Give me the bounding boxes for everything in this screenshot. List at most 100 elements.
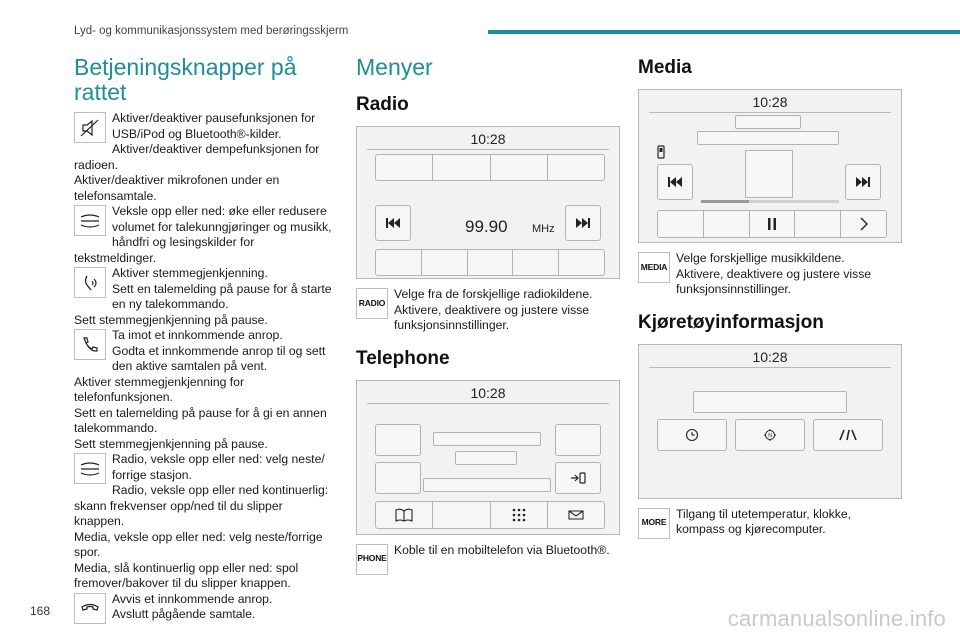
- text-field: [455, 450, 517, 465]
- chevron-right-icon: [860, 217, 868, 231]
- watermark: carmanualsonline.info: [727, 606, 946, 631]
- running-header: Lyd- og kommunikasjonssystem med berørin…: [74, 25, 349, 37]
- media-tab[interactable]: [704, 211, 750, 237]
- phone-toolbar[interactable]: [375, 500, 605, 529]
- frequency-unit: MHz: [532, 223, 555, 235]
- preset-slot[interactable]: [468, 250, 514, 275]
- next-track-button[interactable]: [845, 164, 881, 200]
- album-art: [745, 150, 793, 198]
- clock-button[interactable]: [657, 418, 727, 451]
- divider: [367, 402, 609, 404]
- divider: [649, 112, 891, 113]
- page-number: 168: [30, 604, 51, 618]
- clock: 10:28: [752, 348, 788, 365]
- voice-command-icon: [74, 267, 106, 298]
- road-icon: [839, 429, 857, 440]
- pause-tab[interactable]: [750, 211, 796, 237]
- phone-transfer-icon: [571, 471, 586, 484]
- skip-back-icon: [386, 218, 400, 228]
- keypad-icon: [512, 508, 525, 521]
- book-icon: [395, 508, 413, 522]
- skip-forward-icon: [576, 218, 590, 228]
- media-toolbar[interactable]: [657, 210, 887, 238]
- phone-button[interactable]: [375, 461, 421, 494]
- entry-hangup: Avvis et innkommende anrop. Avslutt pågå…: [74, 592, 332, 626]
- phone-answer-icon: [74, 329, 106, 360]
- media-tab[interactable]: [658, 211, 704, 237]
- seek-back-button[interactable]: [375, 205, 411, 241]
- volume-rocker-icon: [74, 205, 106, 236]
- phone-hangup-icon: [74, 592, 106, 624]
- steering-controls-column: Betjeningsknapper på rattet Aktiver/deak…: [74, 55, 332, 626]
- subtitle-telephone: Telephone: [356, 347, 450, 369]
- preset-slot[interactable]: [433, 155, 491, 180]
- phone-button[interactable]: [375, 423, 421, 456]
- preset-slot[interactable]: [376, 155, 434, 180]
- mobile-transfer-button[interactable]: [555, 461, 601, 494]
- progress-track[interactable]: [701, 200, 839, 203]
- trip-computer-button[interactable]: [813, 418, 883, 451]
- artist-field: [697, 131, 839, 145]
- radio-tag: RADIO: [356, 288, 388, 319]
- radio-frequency: 99.90: [465, 217, 508, 236]
- preset-slot[interactable]: [548, 155, 604, 180]
- divider: [367, 149, 609, 150]
- media-tag: MEDIA: [638, 252, 670, 283]
- keypad-tab[interactable]: [491, 501, 548, 528]
- text-field: [423, 477, 551, 492]
- previous-track-button[interactable]: [657, 164, 693, 200]
- entry-media: MEDIA Velge forskjellige musikkildene. A…: [638, 251, 902, 298]
- preset-slot[interactable]: [422, 250, 468, 275]
- skip-forward-icon: [856, 177, 870, 187]
- messages-tab[interactable]: [548, 502, 604, 528]
- mute-speaker-icon: [74, 112, 106, 143]
- progress-fill: [701, 200, 750, 203]
- more-tab[interactable]: [841, 211, 886, 237]
- phone-button[interactable]: [555, 423, 601, 456]
- compass-button[interactable]: N: [735, 418, 805, 451]
- clock: 10:28: [470, 131, 506, 147]
- usb-source-icon: [657, 145, 665, 159]
- pause-icon: [767, 218, 776, 230]
- vehicle-info-screen: 10:28 N: [638, 343, 902, 499]
- entry-volume: Vekslе opp eller ned: øke eller redusere…: [74, 204, 332, 265]
- clock-icon: [685, 428, 699, 441]
- section-title-menus: Menyer: [356, 54, 433, 80]
- divider: [649, 366, 891, 368]
- entry-radio: RADIO Velge fra de forskjellige radiokil…: [356, 287, 620, 334]
- preset-slot[interactable]: [491, 155, 548, 180]
- seek-forward-button[interactable]: [565, 205, 601, 241]
- phone-tag: PHONE: [356, 543, 388, 575]
- clock: 10:28: [470, 384, 506, 401]
- more-tag: MORE: [638, 507, 670, 539]
- preset-slot[interactable]: [376, 250, 422, 275]
- preset-slot[interactable]: [559, 250, 604, 275]
- entry-mute: Aktiver/deaktiver pausefunksjonen for US…: [74, 111, 320, 203]
- preset-slot[interactable]: [513, 250, 560, 275]
- menus-column: Menyer Radio 10:28 99.90 MHz RADIO Velge…: [356, 55, 620, 577]
- track-title-field: [735, 115, 801, 129]
- text-field: [433, 431, 541, 446]
- skip-back-icon: [668, 177, 682, 187]
- entry-seek: Radio, veksle opp eller ned: velg neste/…: [74, 452, 329, 590]
- subtitle-vehicle-info: Kjøretøyinformasjon: [638, 311, 824, 333]
- subtitle-radio: Radio: [356, 94, 409, 115]
- preset-strip-top[interactable]: [375, 154, 605, 181]
- entry-answer: Ta imot et innkommende anrop. Godta et i…: [74, 328, 327, 451]
- media-vehicle-column: Media 10:28 MEDIA Velge forskjellige mus…: [638, 55, 902, 541]
- preset-strip-bottom[interactable]: [375, 249, 605, 276]
- seek-rocker-icon: [74, 453, 106, 484]
- svg-text:N: N: [768, 433, 772, 439]
- envelope-icon: [568, 509, 584, 520]
- info-field: [693, 390, 847, 413]
- compass-icon: N: [764, 428, 776, 441]
- clock: 10:28: [752, 94, 788, 110]
- entry-more: MORE Tilgang til utetemperatur, klokke, …: [638, 507, 902, 541]
- contacts-tab[interactable]: [376, 501, 434, 528]
- entry-voice: Aktiver stemmegjenkjenning. Sett en tale…: [74, 266, 332, 327]
- media-tab[interactable]: [795, 211, 842, 237]
- blank-tab[interactable]: [433, 501, 491, 528]
- media-screen: 10:28: [638, 89, 902, 243]
- radio-screen: 10:28 99.90 MHz: [356, 126, 620, 279]
- subtitle-media: Media: [638, 57, 692, 78]
